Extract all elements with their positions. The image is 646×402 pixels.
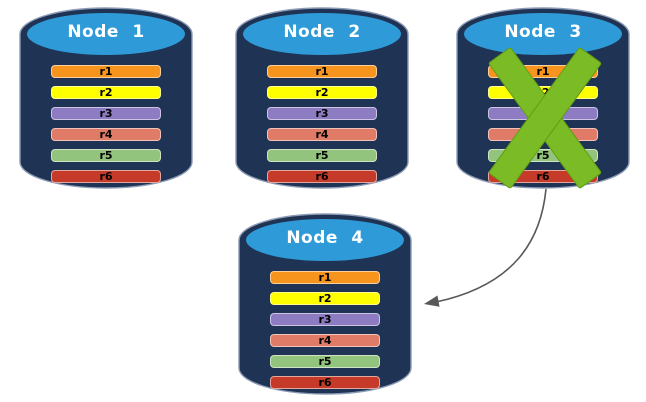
- row-r3: r3: [270, 313, 380, 326]
- row-r6: r6: [270, 376, 380, 389]
- cylinder-top: [243, 13, 401, 55]
- row-r4: r4: [51, 128, 161, 141]
- node-title: Node 3: [504, 22, 582, 42]
- row-r5: r5: [270, 355, 380, 368]
- cylinder-top: [27, 13, 185, 55]
- row-r2: r2: [51, 86, 161, 99]
- node-4: Node 4 r1 r2 r3 r4 r5 r6: [237, 212, 413, 396]
- cylinder-top: [246, 219, 404, 261]
- node-2: Node 2 r1 r2 r3 r4 r5 r6: [234, 6, 410, 190]
- node-title: Node 1: [67, 22, 145, 42]
- row-r5: r5: [267, 149, 377, 162]
- row-r2: r2: [267, 86, 377, 99]
- row-r2: r2: [270, 292, 380, 305]
- row-r4: r4: [270, 334, 380, 347]
- node-title: Node 2: [283, 22, 361, 42]
- row-r3: r3: [267, 107, 377, 120]
- row-r3: r3: [51, 107, 161, 120]
- failover-arrow: [424, 188, 547, 307]
- row-r5: r5: [51, 149, 161, 162]
- arrow-head-icon: [424, 295, 440, 307]
- row-r6: r6: [267, 170, 377, 183]
- row-r4: r4: [267, 128, 377, 141]
- cylinder-top: [464, 13, 622, 55]
- row-list: r1 r2 r3 r4 r5 r6: [51, 65, 161, 191]
- row-list: r1 r2 r3 r4 r5 r6: [270, 271, 380, 397]
- row-list: r1 r2 r3 r4 r5 r6: [267, 65, 377, 191]
- x-cross-icon: [488, 47, 602, 189]
- node-1: Node 1 r1 r2 r3 r4 r5 r6: [18, 6, 194, 190]
- node-title: Node 4: [286, 228, 364, 248]
- row-r6: r6: [51, 170, 161, 183]
- row-r1: r1: [270, 271, 380, 284]
- row-r1: r1: [267, 65, 377, 78]
- node-3: Node 3 r1 r2 r3 r4 r5 r6: [455, 6, 631, 190]
- row-r1: r1: [51, 65, 161, 78]
